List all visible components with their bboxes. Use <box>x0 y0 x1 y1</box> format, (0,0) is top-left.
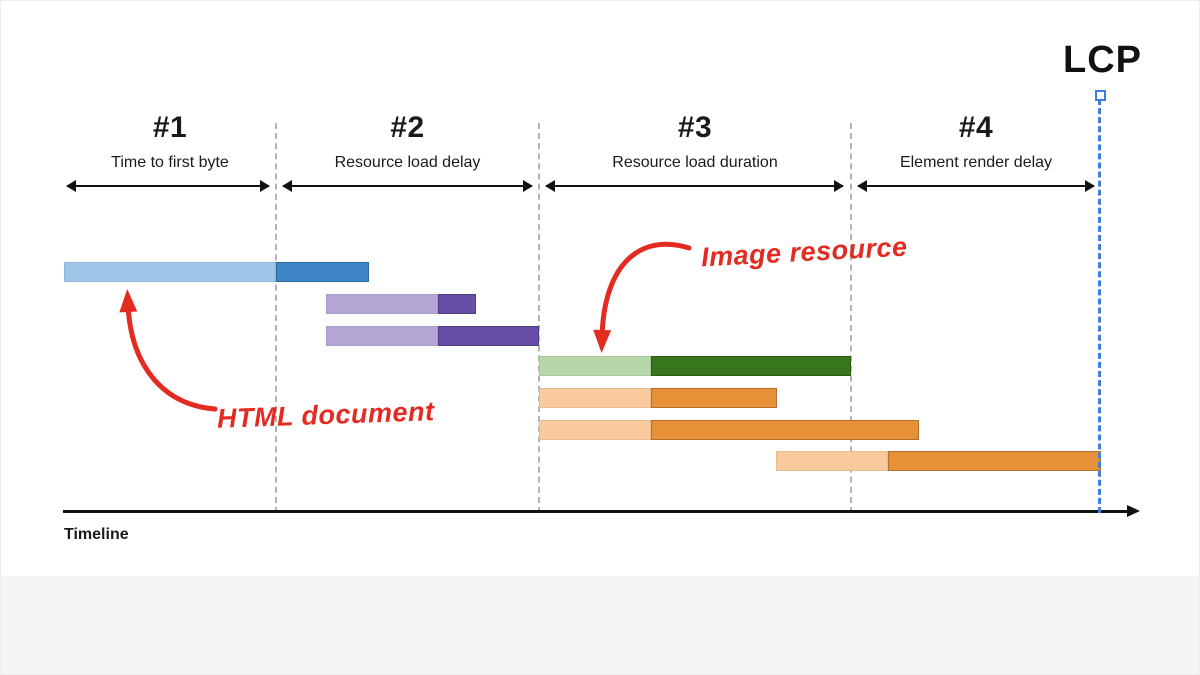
phase-3-header: #3 Resource load duration <box>539 111 851 172</box>
phase-2-number: #2 <box>390 111 425 144</box>
phase-1-number: #1 <box>152 111 188 144</box>
stylesheet-bar-light-segment <box>326 294 438 314</box>
phase-2-label: Resource load delay <box>334 154 481 171</box>
timeline-axis <box>63 505 1140 517</box>
script-bar-light-segment <box>776 451 888 471</box>
phase-4-header: #4 Element render delay <box>851 111 1101 172</box>
phase-1-span-arrow <box>66 180 270 192</box>
phase-3-span-arrow <box>545 180 844 192</box>
script-bar-light-segment <box>539 388 651 408</box>
phase-2-span-arrow <box>282 180 533 192</box>
phase-3-number: #3 <box>677 111 713 144</box>
phase-3-label: Resource load duration <box>612 154 778 171</box>
phase-2-header: #2 Resource load delay <box>276 111 539 172</box>
phase-separator-2 <box>538 123 540 513</box>
phase-1-header: #1 Time to first byte <box>64 111 276 172</box>
phase-4-span-arrow <box>857 180 1095 192</box>
stylesheet-bar-dark-segment <box>438 326 539 346</box>
stylesheet-bar-light-segment <box>326 326 438 346</box>
stylesheet-bar-dark-segment <box>438 294 476 314</box>
lcp-time-line <box>1098 99 1101 513</box>
lcp-title: LCP <box>1063 39 1142 81</box>
image-bar-dark-segment <box>651 356 851 376</box>
legend-bar: DocumentStylesheetScriptImage <box>1 576 1199 674</box>
phase-4-number: #4 <box>958 111 994 144</box>
image-bar-light-segment <box>539 356 651 376</box>
phase-separator-1 <box>275 123 277 513</box>
phase-1-label: Time to first byte <box>111 154 229 171</box>
script-bar-dark-segment <box>651 420 919 440</box>
script-bar-dark-segment <box>651 388 777 408</box>
script-bar-light-segment <box>539 420 651 440</box>
script-bar-dark-segment <box>888 451 1101 471</box>
document-bar-dark-segment <box>276 262 369 282</box>
phase-separator-3 <box>850 123 852 513</box>
timeline-label: Timeline <box>64 526 129 543</box>
phase-4-label: Element render delay <box>899 154 1053 171</box>
document-bar-light-segment <box>64 262 276 282</box>
